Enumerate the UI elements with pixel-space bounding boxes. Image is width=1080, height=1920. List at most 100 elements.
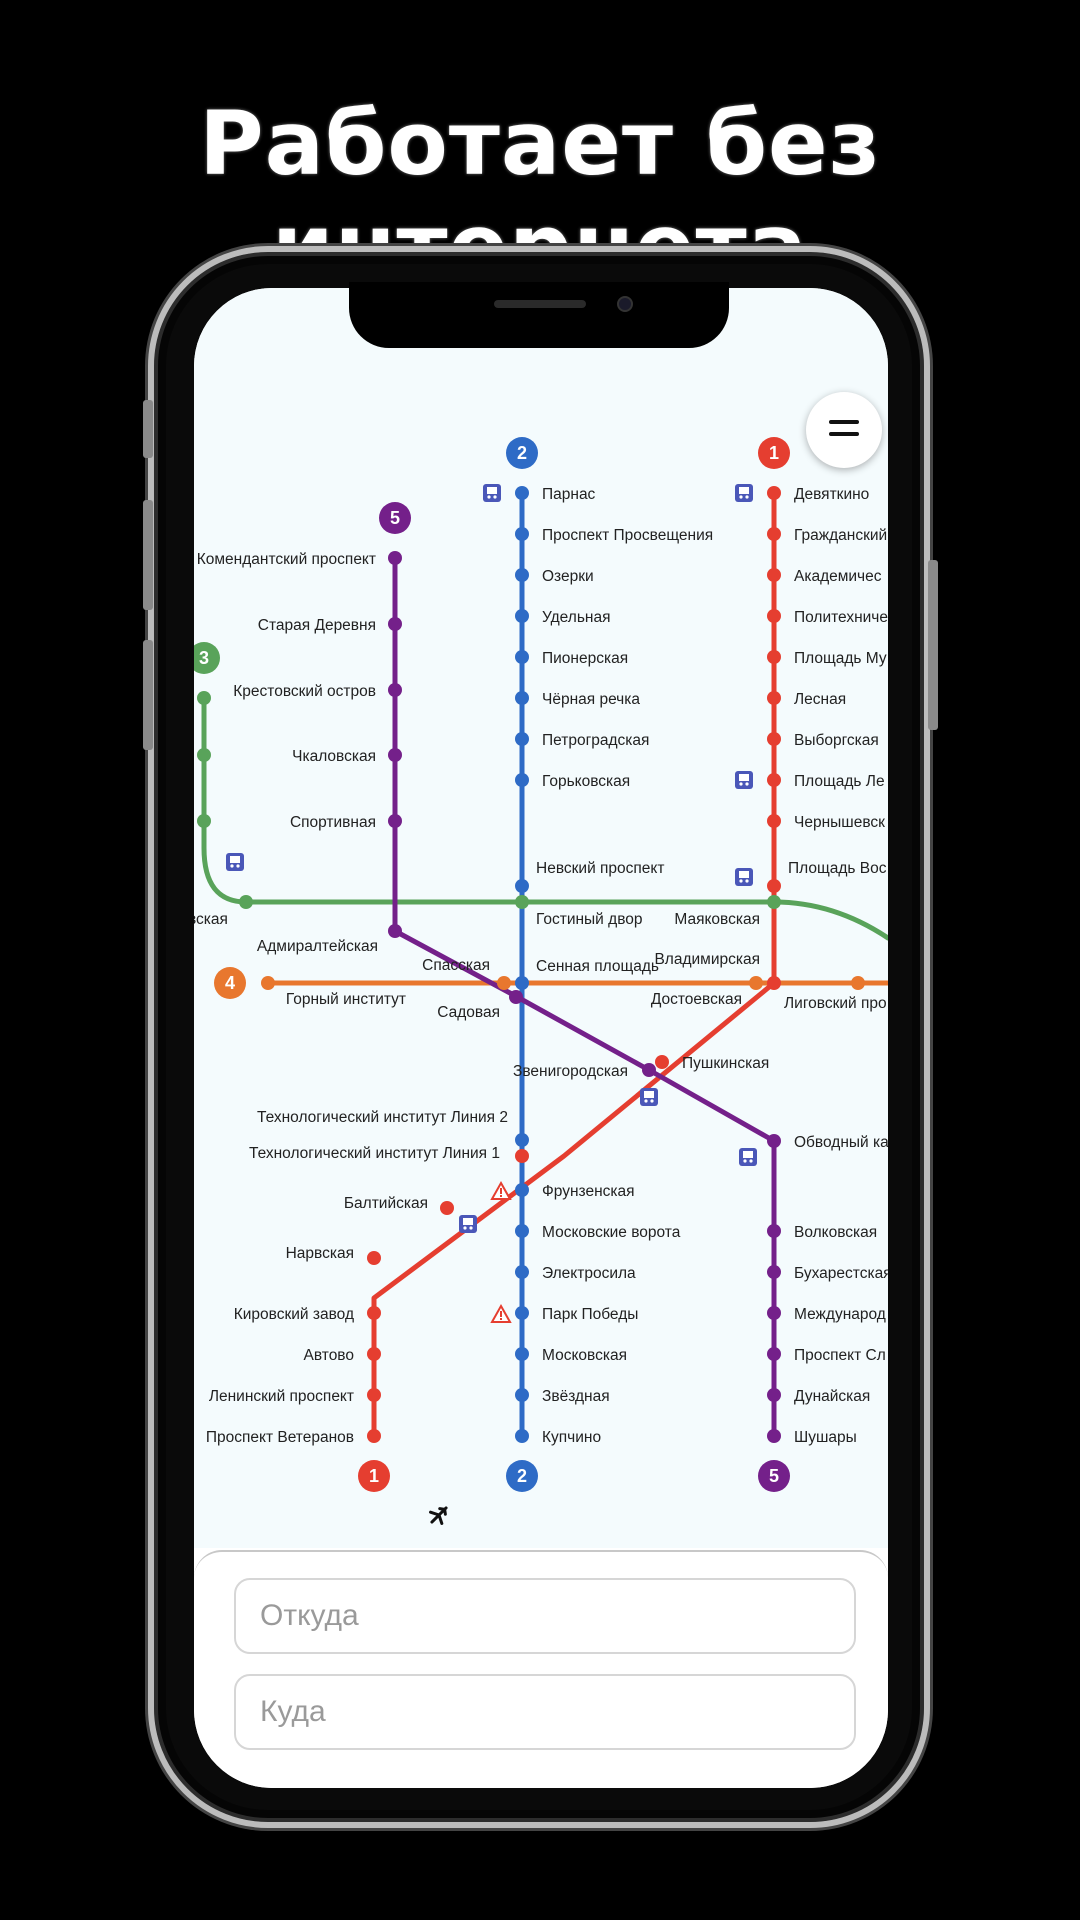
line-badge-5-bottom[interactable] xyxy=(758,1460,790,1492)
station-label: Петроградская xyxy=(542,732,649,749)
station-dot-zvezdnaya[interactable] xyxy=(515,1388,529,1402)
station-dot-tech1[interactable] xyxy=(515,1149,529,1163)
station-dot-plvosst[interactable] xyxy=(767,879,781,893)
station-dot-kirovsky[interactable] xyxy=(367,1306,381,1320)
station-dot-pushkin[interactable] xyxy=(655,1055,669,1069)
station-dot-l3-1[interactable] xyxy=(197,691,211,705)
hamburger-icon xyxy=(829,432,859,436)
line-badge-3[interactable] xyxy=(194,642,220,674)
station-dot-grazhd[interactable] xyxy=(767,527,781,541)
station-label: Лиговский про xyxy=(784,995,887,1012)
station-dot-elektrosila[interactable] xyxy=(515,1265,529,1279)
station-dot-chkalov[interactable] xyxy=(388,748,402,762)
line-5-path xyxy=(392,555,777,1439)
station-dot-sadovaya[interactable] xyxy=(509,990,523,1004)
station-dot-l3-2[interactable] xyxy=(197,748,211,762)
station-label: Горьковская xyxy=(542,773,630,790)
station-dot-chern[interactable] xyxy=(767,814,781,828)
line-badge-2-bottom[interactable] xyxy=(506,1460,538,1492)
station-label: Нарвская xyxy=(286,1245,354,1262)
line-badge-1-top[interactable] xyxy=(758,437,790,469)
station-dot-spasskaya[interactable] xyxy=(497,976,511,990)
station-dot-pllenina[interactable] xyxy=(767,773,781,787)
warning-icon xyxy=(490,1303,512,1323)
station-label: Парк Победы xyxy=(542,1306,638,1323)
station-dot-dunayskaya[interactable] xyxy=(767,1388,781,1402)
station-dot-staraya[interactable] xyxy=(388,617,402,631)
station-dot-shushary[interactable] xyxy=(767,1429,781,1443)
station-dot-plmuzh[interactable] xyxy=(767,650,781,664)
station-dot-gostiny[interactable] xyxy=(515,895,529,909)
station-dot-parkpobedy[interactable] xyxy=(515,1306,529,1320)
station-dot-polytech[interactable] xyxy=(767,609,781,623)
menu-button[interactable] xyxy=(806,392,882,468)
station-label: Проспект Ветеранов xyxy=(206,1429,354,1446)
station-dot-veteranov[interactable] xyxy=(367,1429,381,1443)
station-dot-zvenigor[interactable] xyxy=(642,1063,656,1077)
station-dot-mayakovskaya[interactable] xyxy=(767,895,781,909)
station-dot-devyatkino[interactable] xyxy=(767,486,781,500)
phone-power-button xyxy=(928,560,938,730)
metro-map[interactable]: 2 1 5 3 4 1 2 5 xyxy=(194,288,888,1548)
station-label: Сенная площадь xyxy=(536,958,659,975)
line-badge-label: 2 xyxy=(517,1466,527,1486)
warning-icon xyxy=(490,1180,512,1200)
station-dot-avtovo[interactable] xyxy=(367,1347,381,1361)
station-dot-ligovsky[interactable] xyxy=(851,976,865,990)
line-badge-4[interactable] xyxy=(214,967,246,999)
station-dot-obvodny[interactable] xyxy=(767,1134,781,1148)
station-dot-prosv[interactable] xyxy=(515,527,529,541)
line-badge-1-bottom[interactable] xyxy=(358,1460,390,1492)
station-label: Выборгская xyxy=(794,732,879,749)
station-dot-chernaya[interactable] xyxy=(515,691,529,705)
line-badge-2-top[interactable] xyxy=(506,437,538,469)
station-dot-komend[interactable] xyxy=(388,551,402,565)
line-badge-5-top[interactable] xyxy=(379,502,411,534)
station-dot-moskovskaya[interactable] xyxy=(515,1347,529,1361)
train-icons xyxy=(226,484,757,1233)
station-dot-bukharest[interactable] xyxy=(767,1265,781,1279)
station-label: Шушары xyxy=(794,1429,857,1446)
phone-volume-down xyxy=(143,640,153,750)
station-dot-petrogr[interactable] xyxy=(515,732,529,746)
station-dot-narvskaya[interactable] xyxy=(367,1251,381,1265)
to-station-input[interactable] xyxy=(234,1674,856,1750)
station-dot-udelnaya[interactable] xyxy=(515,609,529,623)
station-dot-ozerki[interactable] xyxy=(515,568,529,582)
station-dot-sennaya[interactable] xyxy=(515,976,529,990)
station-dot-baltiyskaya[interactable] xyxy=(440,1201,454,1215)
station-dot-kupchino[interactable] xyxy=(515,1429,529,1443)
station-dot-tech2[interactable] xyxy=(515,1133,529,1147)
train-station-icon xyxy=(735,868,753,886)
station-dot-lesnaya[interactable] xyxy=(767,691,781,705)
station-dot-nevsky[interactable] xyxy=(515,879,529,893)
from-station-input[interactable] xyxy=(234,1578,856,1654)
station-dot-vladimir[interactable] xyxy=(767,976,781,990)
station-label: Гражданский xyxy=(794,527,887,544)
station-dot-krestov[interactable] xyxy=(388,683,402,697)
station-dot-leninsky[interactable] xyxy=(367,1388,381,1402)
station-dot-vyborg[interactable] xyxy=(767,732,781,746)
station-dot-akadem[interactable] xyxy=(767,568,781,582)
station-dot-prslavy[interactable] xyxy=(767,1347,781,1361)
station-dot-l3-3[interactable] xyxy=(197,814,211,828)
station-dot-gorny[interactable] xyxy=(261,976,275,990)
train-station-icon xyxy=(735,771,753,789)
station-label: Гостиный двор xyxy=(536,911,643,928)
station-dot-frunz[interactable] xyxy=(515,1183,529,1197)
station-dot-mezhdunar[interactable] xyxy=(767,1306,781,1320)
station-dot-admiral[interactable] xyxy=(388,924,402,938)
line-badge-label: 2 xyxy=(517,443,527,463)
station-dot-pionerskaya[interactable] xyxy=(515,650,529,664)
station-dot-vskaya[interactable] xyxy=(239,895,253,909)
station-label: Звёздная xyxy=(542,1388,610,1405)
station-dot-moskvorota[interactable] xyxy=(515,1224,529,1238)
station-label: Фрунзенская xyxy=(542,1183,635,1200)
station-dot-sportiv[interactable] xyxy=(388,814,402,828)
station-dot-volkovskaya[interactable] xyxy=(767,1224,781,1238)
station-dot-parnas[interactable] xyxy=(515,486,529,500)
station-dot-gorkovskaya[interactable] xyxy=(515,773,529,787)
route-search-sheet xyxy=(194,1550,888,1788)
station-label: Чернышевск xyxy=(794,814,885,831)
station-dot-dostoev[interactable] xyxy=(749,976,763,990)
